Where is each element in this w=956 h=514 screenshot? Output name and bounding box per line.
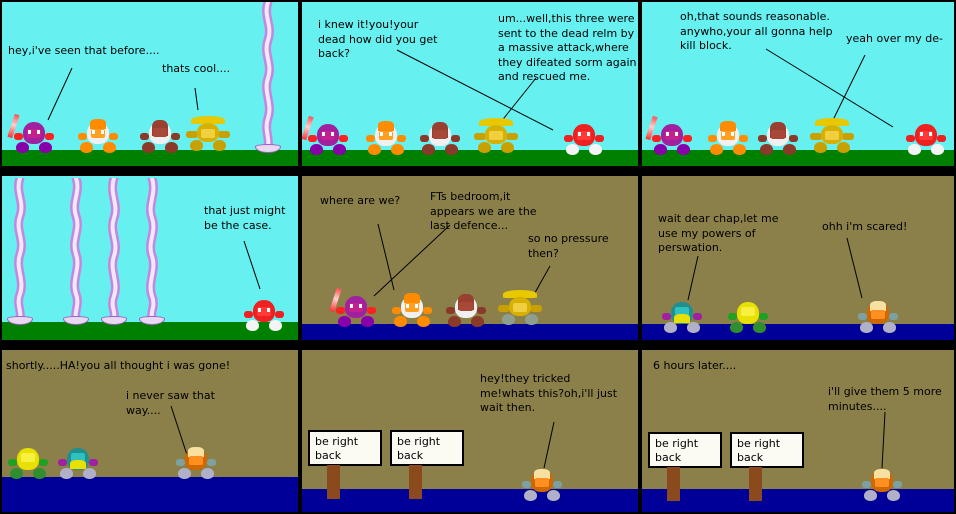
comic-panel-9: 6 hours later.... i'll give them 5 more … — [642, 350, 954, 512]
sprite-orange-warrior — [78, 119, 118, 154]
sprite-teal-alien — [662, 300, 702, 334]
sprite-yellow-samurai — [474, 118, 518, 154]
energy-beam — [63, 178, 89, 326]
sprite-red-hero — [244, 298, 284, 332]
sprite-orange-robot — [176, 446, 216, 480]
caption-p3-c2: yeah over my de- — [846, 32, 943, 45]
sign-text: be right back — [308, 430, 382, 466]
grass-ground — [302, 150, 638, 166]
sprite-orange-warrior — [392, 293, 432, 328]
caption-p5-c2: FTs bedroom,it appears we are the last d… — [430, 190, 537, 232]
pointer-line — [243, 240, 261, 290]
energy-beam — [139, 178, 165, 326]
caption-p4-c1: that just might be the case. — [204, 204, 286, 232]
caption-p6-c1: wait dear chap,let me use my powers of p… — [658, 212, 779, 254]
pointer-line — [47, 67, 199, 121]
pointer-line — [170, 405, 191, 465]
sprite-yellow-samurai — [810, 118, 854, 154]
sprite-yellow-alien — [728, 300, 768, 334]
pointer-line — [765, 48, 894, 128]
sprite-orange-robot — [522, 468, 562, 502]
pointer-line — [881, 411, 886, 469]
caption-p8-c1: hey!they tricked me!whats this?oh,i'll j… — [480, 372, 618, 414]
sign-post — [327, 465, 340, 499]
caption-p3-c1: oh,that sounds reasonable. anywho,your a… — [680, 10, 833, 52]
grass-ground — [2, 322, 298, 340]
sign-post — [667, 467, 680, 501]
sprite-teal-alien — [58, 446, 98, 480]
sprite-red-hero — [906, 122, 946, 156]
sprite-purple-knight — [329, 287, 376, 328]
sprite-yellow-samurai — [186, 116, 230, 152]
comic-panel-2: i knew it!you!your dead how did you get … — [302, 2, 638, 166]
sprite-orange-robot — [862, 468, 902, 502]
caption-p9-c2: i'll give them 5 more minutes.... — [828, 385, 942, 413]
sprite-orange-warrior — [708, 121, 748, 156]
sprite-brown-brawler — [758, 122, 798, 156]
sign-text: be right back — [390, 430, 464, 466]
sprite-red-hero — [564, 122, 604, 156]
floor-ground — [302, 324, 638, 340]
sign-text: be right back — [648, 432, 722, 468]
sign-post — [409, 465, 422, 499]
comic-panel-6: wait dear chap,let me use my powers of p… — [642, 176, 954, 340]
comic-panel-3: oh,that sounds reasonable. anywho,your a… — [642, 2, 954, 166]
floor-ground — [2, 477, 298, 512]
sprite-orange-warrior — [366, 121, 406, 156]
comic-panel-4: that just might be the case. — [2, 176, 298, 340]
caption-p9-c1: 6 hours later.... — [653, 359, 737, 372]
sprite-brown-brawler — [420, 122, 460, 156]
grass-ground — [2, 150, 298, 166]
comic-panel-5: where are we? FTs bedroom,it appears we … — [302, 176, 638, 340]
caption-p2-c2: um...well,this three were sent to the de… — [498, 12, 637, 83]
sprite-purple-knight — [7, 113, 54, 154]
caption-p1-c1: hey,i've seen that before.... — [8, 44, 160, 57]
sprite-orange-robot — [858, 300, 898, 334]
caption-p1-c2: thats cool.... — [162, 62, 231, 75]
caption-p2-c1: i knew it!you!your dead how did you get … — [318, 18, 438, 60]
pointer-line — [687, 237, 863, 301]
caption-p5-c3: so no pressure then? — [528, 232, 609, 260]
caption-p5-c1: where are we? — [320, 194, 401, 207]
sprite-purple-knight — [645, 115, 692, 156]
caption-p7-c1: shortly.....HA!you all thought i was gon… — [6, 359, 231, 372]
energy-beam — [7, 178, 33, 326]
floor-ground — [642, 324, 954, 340]
sprite-brown-brawler — [446, 294, 486, 328]
sprite-yellow-samurai — [498, 290, 542, 326]
caption-p7-c2: i never saw that way.... — [126, 389, 215, 417]
comic-panel-1: hey,i've seen that before.... thats cool… — [2, 2, 298, 166]
caption-p6-c2: ohh i'm scared! — [822, 220, 908, 233]
energy-beam — [101, 178, 127, 326]
sprite-brown-brawler — [140, 120, 180, 154]
sign-text: be right back — [730, 432, 804, 468]
sprite-purple-knight — [302, 115, 348, 156]
pointer-line — [543, 421, 555, 469]
sprite-yellow-alien — [8, 446, 48, 480]
comic-panel-7: shortly.....HA!you all thought i was gon… — [2, 350, 298, 512]
energy-beam — [255, 2, 281, 154]
sign-post — [749, 467, 762, 501]
comic-panel-8: hey!they tricked me!whats this?oh,i'll j… — [302, 350, 638, 512]
